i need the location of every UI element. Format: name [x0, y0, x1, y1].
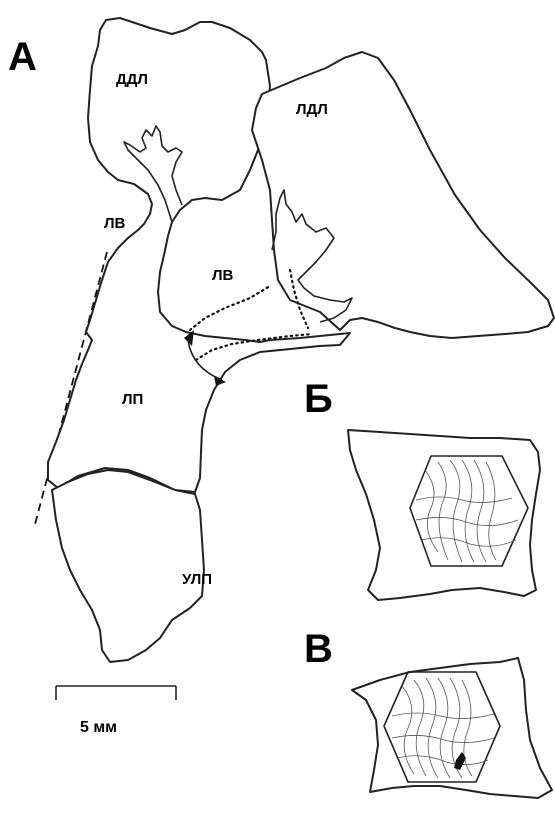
ulp-lobe-outline [52, 470, 204, 662]
ldl-lobe-outline [252, 52, 554, 338]
scale-bar [56, 686, 176, 700]
scale-bar-label: 5 мм [80, 719, 117, 736]
panel-label-a: А [8, 35, 37, 79]
dotted-connector-upper [190, 286, 270, 330]
label-ddl: ДДЛ [116, 71, 148, 88]
panel-label-v: В [304, 627, 333, 671]
label-lp: ЛП [122, 391, 143, 408]
label-ldl: ЛДЛ [296, 101, 328, 118]
label-lv-lower: ЛВ [212, 267, 234, 284]
panel-v-outline [352, 658, 552, 798]
label-lv-upper: ЛВ [104, 215, 126, 232]
panel-label-b: Б [304, 377, 333, 421]
label-ulp: УЛП [182, 571, 212, 588]
